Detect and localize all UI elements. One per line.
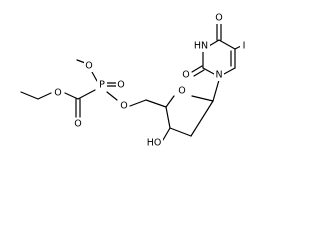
bond-c4prime-c3prime <box>165 106 171 129</box>
atom-n1: N <box>215 70 222 81</box>
label-bg-hn <box>192 40 210 52</box>
bond-c2prime-c1prime <box>190 100 214 137</box>
bond-n1-c1prime <box>212 79 220 102</box>
bond-c3prime-c2prime <box>169 127 192 137</box>
bond-ch2-ch3 <box>20 91 39 100</box>
atom-ho3: HO <box>147 138 162 149</box>
bond-n3-c4 <box>208 39 220 47</box>
bond-c5prime-o5 <box>129 99 147 107</box>
label-bg-oring <box>177 85 187 97</box>
label-bg-o-p-double <box>116 79 126 91</box>
atom-o-carbonyl: O <box>74 119 81 130</box>
bond-lines <box>20 23 242 141</box>
bond-c3prime-oh <box>162 127 171 141</box>
atom-o2: O <box>182 70 189 81</box>
label-bg-o2 <box>181 69 191 81</box>
atom-labels: HN O I O N O O P O O O O <box>53 12 248 149</box>
label-bg-oester <box>53 87 63 99</box>
bond-c4prime-c5prime <box>145 99 167 108</box>
atom-o-methyl: O <box>85 61 92 72</box>
bond-c2-o2-a <box>191 65 203 73</box>
label-bg-ho <box>145 137 163 149</box>
molecule-structure: HN O I O N O O P O O O O <box>20 12 248 149</box>
bond-n1-c2 <box>202 67 215 75</box>
bond-oring-c4prime <box>165 95 175 108</box>
label-bg-ocarbonyl <box>73 118 83 130</box>
atom-o-ester: O <box>54 88 61 99</box>
atom-o-p-double: O <box>117 80 124 91</box>
bond-c1prime-oring <box>191 95 214 102</box>
atom-o4: O <box>215 13 222 24</box>
bond-p-ccarbonyl <box>77 89 96 100</box>
bond-o5-p <box>106 91 118 101</box>
label-bg-iodine <box>240 40 248 52</box>
atom-n3-hn: HN <box>194 41 208 52</box>
label-bg-o5 <box>119 100 129 112</box>
atom-oring: O <box>178 86 185 97</box>
label-bg-omethyl <box>84 60 94 72</box>
atom-o5: O <box>120 101 127 112</box>
bond-c4-c5 <box>218 39 236 50</box>
bond-c6-n1 <box>223 67 236 75</box>
label-bg-n1 <box>214 69 224 81</box>
label-bg-o4 <box>214 12 224 24</box>
bond-oester-ch2 <box>37 92 52 100</box>
atom-p: P <box>99 80 105 91</box>
bond-c2-o2-b <box>193 69 205 77</box>
label-bg-p <box>97 79 107 91</box>
bond-c-oester <box>64 92 79 100</box>
bond-p-omethyl <box>91 71 98 82</box>
atom-iodine: I <box>243 41 246 52</box>
